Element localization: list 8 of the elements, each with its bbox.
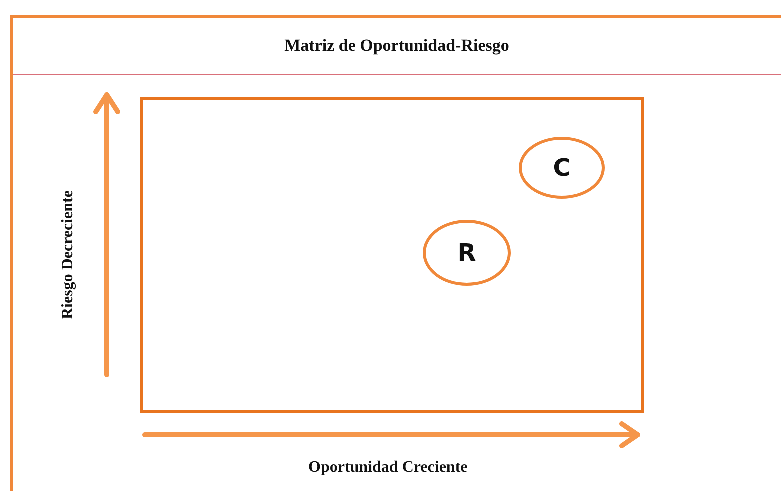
ellipse-node	[519, 137, 605, 199]
axis-label: Riesgo Decreciente	[59, 190, 77, 320]
axis-label: Oportunidad Creciente	[308, 459, 468, 477]
title: Matriz de Oportunidad-Riesgo	[284, 36, 510, 56]
ellipse-node	[423, 220, 511, 286]
matrix-box	[140, 97, 644, 413]
node-label: C	[553, 154, 571, 182]
node-label: R	[458, 239, 476, 267]
